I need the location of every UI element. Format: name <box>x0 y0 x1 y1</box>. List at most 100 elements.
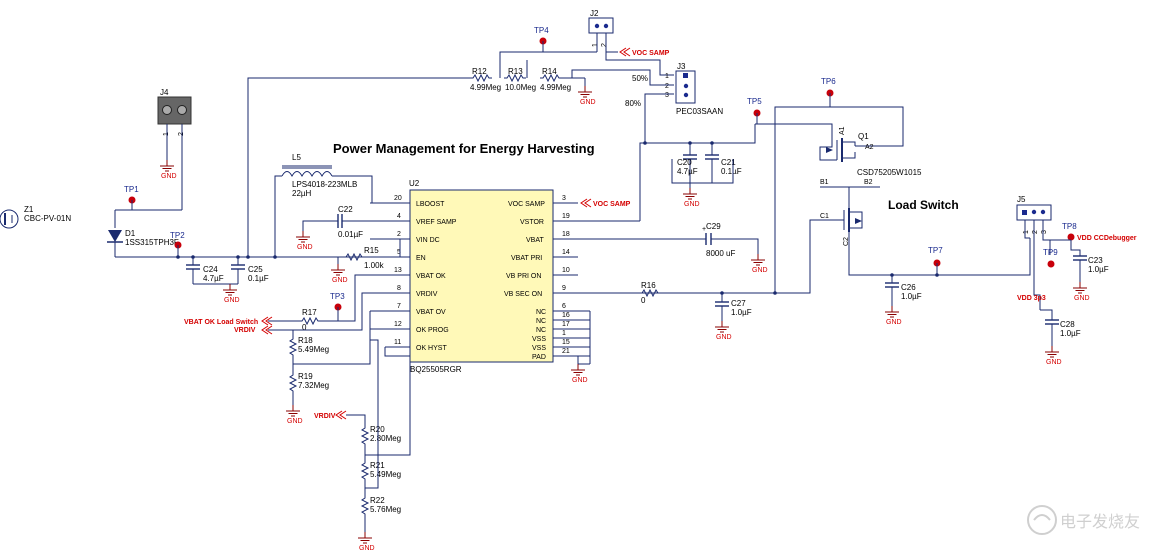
c26-ref: C26 <box>901 283 916 292</box>
load-switch-title: Load Switch <box>888 198 959 212</box>
net-voc-samp-j2: VOC SAMP <box>632 50 670 57</box>
c27-value: 1.0µF <box>731 308 752 317</box>
svg-text:VBAT: VBAT <box>526 237 544 244</box>
u2-right-pins: 3 VOC SAMP 19 VSTOR 18 VBAT 14 VBAT PRI … <box>504 195 775 384</box>
tp2-label: TP2 <box>170 231 185 240</box>
c21-value: 0.1µF <box>721 167 742 176</box>
r14-value: 4.99Meg <box>540 83 571 92</box>
c29-value: 8000 uF <box>706 249 735 258</box>
gnd-label-c23: GND <box>1074 295 1090 302</box>
net-vbat-ok-load: VBAT OK Load Switch <box>184 319 258 326</box>
r19-value: 7.32Meg <box>298 381 329 390</box>
z1-ref: Z1 <box>24 205 34 214</box>
svg-text:10: 10 <box>562 267 570 274</box>
svg-text:12: 12 <box>394 321 402 328</box>
c25-ref: C25 <box>248 265 263 274</box>
tp1-label: TP1 <box>124 185 139 194</box>
r19-ref: R19 <box>298 372 313 381</box>
svg-text:6: 6 <box>562 303 566 310</box>
r22-value: 5.76Meg <box>370 505 401 514</box>
svg-text:8: 8 <box>397 285 401 292</box>
q1-c2: C2 <box>843 237 850 246</box>
q1-a2: A2 <box>865 144 874 151</box>
r22-ref: R22 <box>370 496 385 505</box>
net-vrdiv-bottom: VRDIV <box>314 413 336 420</box>
watermark-text: 电子发烧友 <box>1060 512 1140 531</box>
svg-text:VSS: VSS <box>532 336 546 343</box>
j3-pin1: 1 <box>665 73 669 80</box>
c27-ref: C27 <box>731 299 746 308</box>
gnd-label-vss: GND <box>572 377 588 384</box>
gnd-label-r19: GND <box>287 418 303 425</box>
r18-value: 5.49Meg <box>298 345 329 354</box>
tp3-label: TP3 <box>330 292 345 301</box>
svg-text:14: 14 <box>562 249 570 256</box>
gnd-label-r14: GND <box>580 99 596 106</box>
c22-value: 0.01µF <box>338 230 363 239</box>
tp9-label: TP9 <box>1043 248 1058 257</box>
r13-value: 10.0Meg <box>505 83 536 92</box>
svg-text:VBAT OV: VBAT OV <box>416 309 446 316</box>
d1-value: 1SS315TPH3F <box>125 238 179 247</box>
net-vdd-3p3: VDD 3p3 <box>1017 295 1046 302</box>
r17-value: 0 <box>302 323 307 332</box>
svg-text:LBOOST: LBOOST <box>416 201 445 208</box>
r17-ref: R17 <box>302 308 317 317</box>
c24-ref: C24 <box>203 265 218 274</box>
tp5-label: TP5 <box>747 97 762 106</box>
gnd-label-c20: GND <box>684 201 700 208</box>
d1-ref: D1 <box>125 229 136 238</box>
svg-text:2: 2 <box>397 231 401 238</box>
gnd-label-c24: GND <box>224 297 240 304</box>
svg-text:11: 11 <box>394 339 401 346</box>
svg-text:5: 5 <box>397 249 401 256</box>
ic-u2-body <box>409 189 554 363</box>
diode-d1: D1 1SS315TPH3F <box>107 229 179 247</box>
j2-pin2: 2 <box>601 43 608 47</box>
svg-text:VSS: VSS <box>532 345 546 352</box>
r13-ref: R13 <box>508 67 523 76</box>
svg-text:NC: NC <box>536 309 546 316</box>
c28-ref: C28 <box>1060 320 1075 329</box>
r15-value: 1.00k <box>364 261 385 270</box>
r18-ref: R18 <box>298 336 313 345</box>
svg-text:16: 16 <box>562 312 570 319</box>
tp4-label: TP4 <box>534 26 549 35</box>
c23-ref: C23 <box>1088 256 1103 265</box>
l5-value2: 22µH <box>292 189 312 198</box>
q1-b2: B2 <box>864 179 873 186</box>
svg-text:VOC SAMP: VOC SAMP <box>508 201 545 208</box>
gnd-label-j4: GND <box>161 173 177 180</box>
q1-c1: C1 <box>820 213 829 220</box>
c20-ref: C20 <box>677 158 692 167</box>
r12-ref: R12 <box>472 67 487 76</box>
j4-ref: J4 <box>160 88 169 97</box>
svg-text:OK HYST: OK HYST <box>416 345 447 352</box>
tp9-point <box>1047 260 1055 268</box>
c29-ref: C29 <box>706 222 721 231</box>
net-vdd-cc: VDD CCDebugger <box>1077 235 1137 242</box>
svg-text:+: + <box>702 226 706 233</box>
q1-b1: B1 <box>820 179 829 186</box>
j5-pin2: 2 <box>1032 230 1039 234</box>
svg-text:13: 13 <box>394 267 402 274</box>
svg-text:18: 18 <box>562 231 570 238</box>
svg-text:19: 19 <box>562 213 570 220</box>
j3-pct50: 50% <box>632 74 648 83</box>
watermark-logo: 电子发烧友 <box>1027 505 1140 535</box>
schematic-title: Power Management for Energy Harvesting <box>333 141 595 156</box>
r14-ref: R14 <box>542 67 557 76</box>
c26-value: 1.0µF <box>901 292 922 301</box>
r21-value: 5.49Meg <box>370 470 401 479</box>
mosfet-q1: Q1 A1 A2 CSD75205W1015 B1 B2 C1 C2 <box>818 126 1031 276</box>
svg-text:3: 3 <box>562 195 566 202</box>
svg-text:VRDIV: VRDIV <box>416 291 438 298</box>
c25-value: 0.1µF <box>248 274 269 283</box>
tp7-label: TP7 <box>928 246 943 255</box>
j2-ref: J2 <box>590 9 599 18</box>
gnd-label-c29: GND <box>752 267 768 274</box>
tp6-label: TP6 <box>821 77 836 86</box>
svg-text:20: 20 <box>394 195 402 202</box>
r16-ref: R16 <box>641 281 656 290</box>
